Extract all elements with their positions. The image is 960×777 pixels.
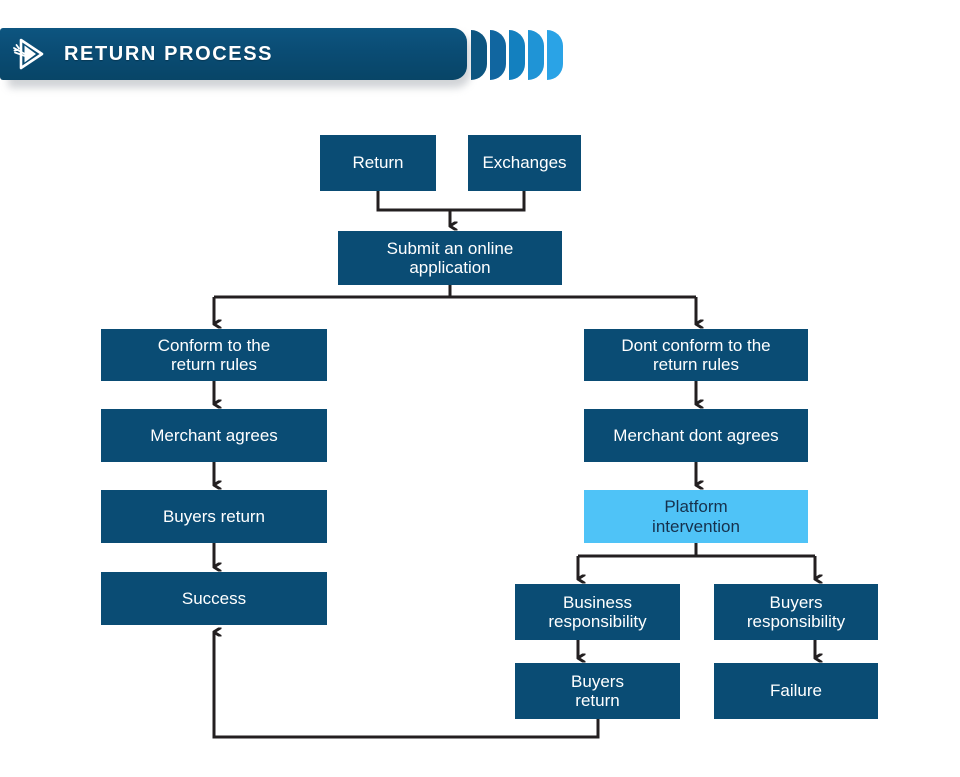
banner-arc-4 bbox=[528, 30, 544, 80]
node-exchanges[interactable]: Exchanges bbox=[468, 135, 581, 191]
node-platform-intervention[interactable]: Platform intervention bbox=[584, 490, 808, 543]
node-success[interactable]: Success bbox=[101, 572, 327, 625]
node-business-responsibility[interactable]: Business responsibility bbox=[515, 584, 680, 640]
node-failure[interactable]: Failure bbox=[714, 663, 878, 719]
node-merchant-agrees[interactable]: Merchant agrees bbox=[101, 409, 327, 462]
node-buyers-return-bottom[interactable]: Buyers return bbox=[515, 663, 680, 719]
node-buyers-responsibility[interactable]: Buyers responsibility bbox=[714, 584, 878, 640]
edge-exchanges-to-submit bbox=[450, 191, 526, 212]
node-return[interactable]: Return bbox=[320, 135, 436, 191]
banner-arc-decoration bbox=[471, 30, 566, 80]
node-submit-application[interactable]: Submit an online application bbox=[338, 231, 562, 285]
banner-arc-1 bbox=[471, 30, 487, 80]
play-triangle-tools-logo-icon bbox=[6, 31, 52, 77]
header-banner: RETURN PROCESS bbox=[0, 28, 467, 80]
node-dont-conform-return-rules[interactable]: Dont conform to the return rules bbox=[584, 329, 808, 381]
edge-platform-split-bar bbox=[578, 543, 815, 558]
node-buyers-return-left[interactable]: Buyers return bbox=[101, 490, 327, 543]
edge-submit-split-bar bbox=[214, 285, 696, 299]
edge-return-to-submit bbox=[376, 191, 450, 212]
page-title: RETURN PROCESS bbox=[64, 42, 274, 65]
node-conform-return-rules[interactable]: Conform to the return rules bbox=[101, 329, 327, 381]
banner-arc-2 bbox=[490, 30, 506, 80]
banner-arc-3 bbox=[509, 30, 525, 80]
banner-arc-5 bbox=[547, 30, 563, 80]
node-merchant-dont-agrees[interactable]: Merchant dont agrees bbox=[584, 409, 808, 462]
